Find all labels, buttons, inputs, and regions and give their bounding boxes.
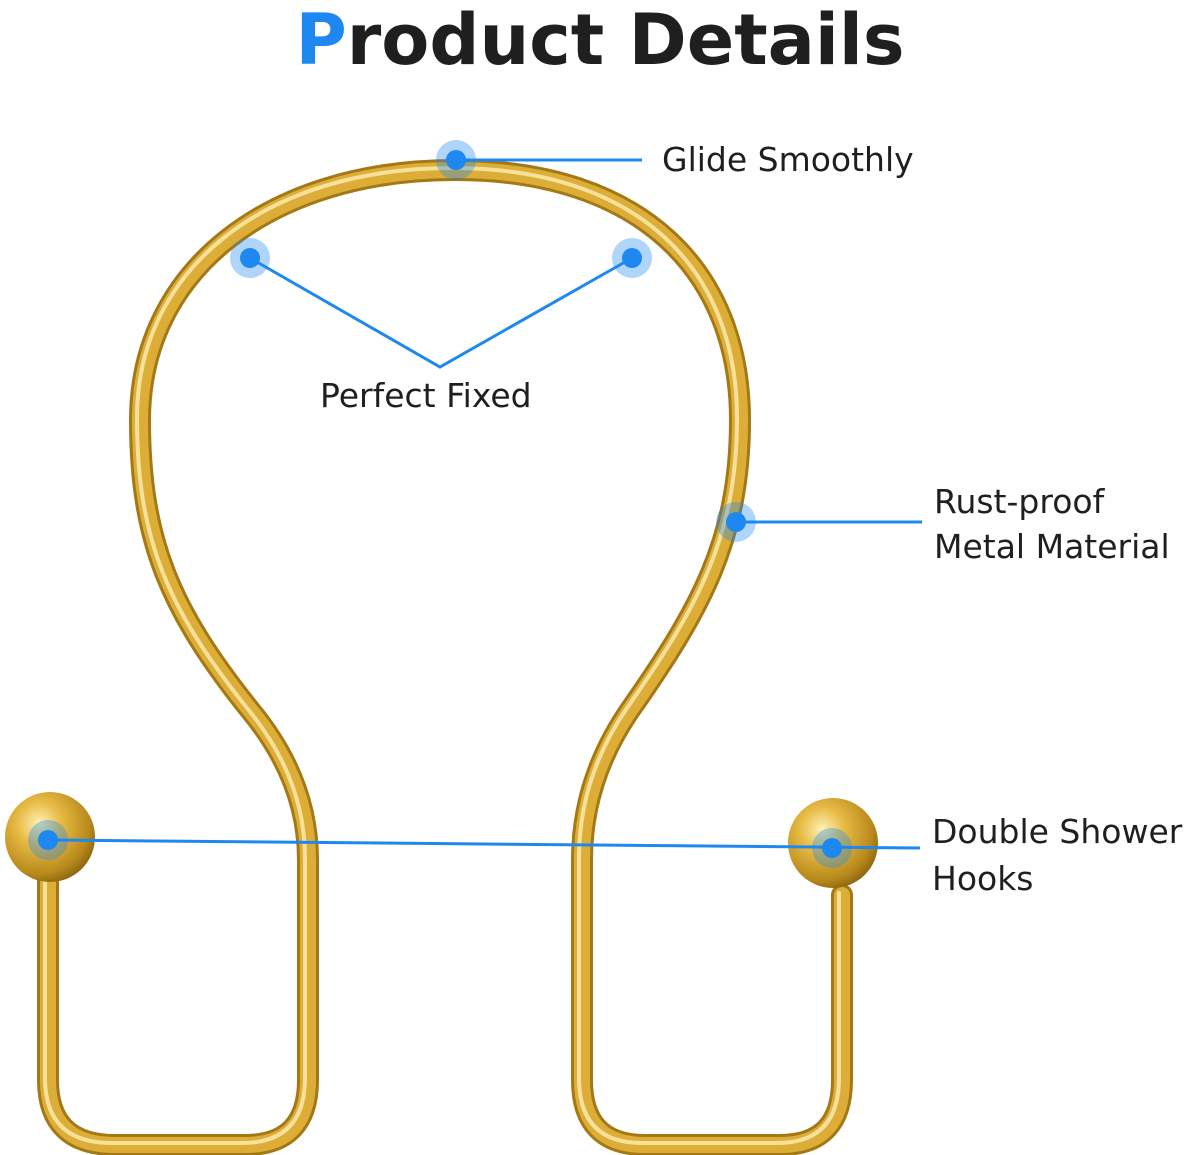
callout-double-label-line2: Hooks bbox=[932, 859, 1034, 898]
callout-glide-label: Glide Smoothly bbox=[662, 140, 914, 179]
dot-fixed-left bbox=[230, 238, 270, 278]
callout-double-label-line1: Double Shower bbox=[932, 812, 1183, 851]
dot-rust bbox=[716, 502, 756, 542]
callout-dots bbox=[28, 140, 852, 868]
hook-wire-body bbox=[40, 162, 850, 1153]
callout-rust-label-line2: Metal Material bbox=[934, 527, 1170, 566]
dot-double-right bbox=[812, 828, 852, 868]
callout-fixed-label: Perfect Fixed bbox=[320, 376, 532, 415]
callout-rust-label-line1: Rust-proof bbox=[934, 482, 1105, 521]
page-title: Product Details bbox=[0, 0, 1200, 80]
title-accent-letter: P bbox=[295, 0, 347, 81]
dot-fixed-right bbox=[612, 238, 652, 278]
hook-wire bbox=[37, 159, 853, 1155]
callout-lines bbox=[49, 158, 922, 850]
dot-glide bbox=[436, 140, 476, 180]
dot-double-left bbox=[28, 820, 68, 860]
callout-line-fixed bbox=[249, 256, 633, 369]
callout-line-double bbox=[49, 838, 921, 850]
title-rest: roduct Details bbox=[346, 0, 905, 81]
